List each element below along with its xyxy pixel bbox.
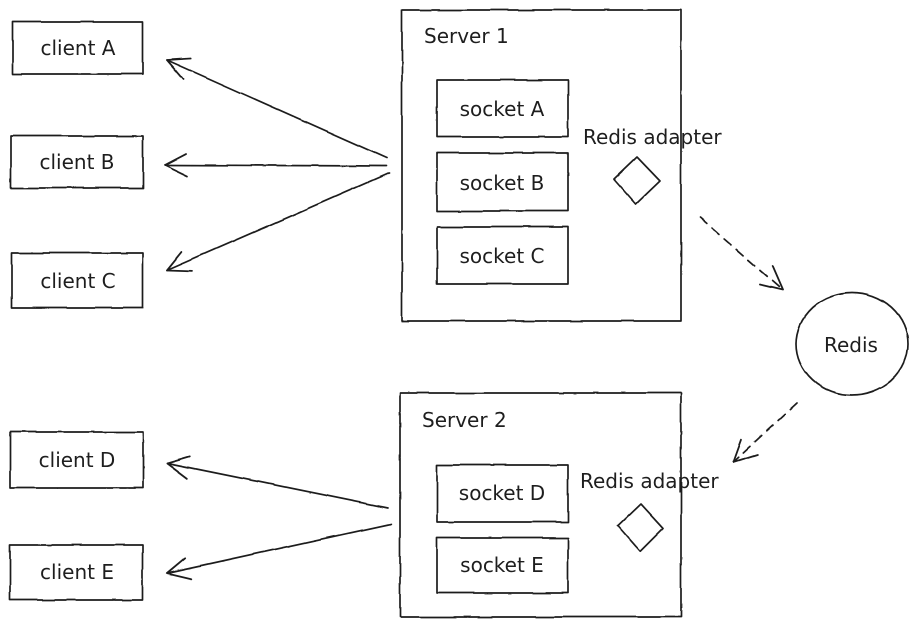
client-c-label: client C [40,269,115,293]
client-b-box [10,135,144,189]
socket-c-box [436,226,569,285]
socket-d-label: socket D [459,481,545,505]
dashed-arrow-adapter1-to-redis [699,217,784,291]
arrow-server1-to-client-a [166,57,388,159]
dashed-arrow-redis-to-adapter2 [732,402,798,463]
client-b-label: client B [39,150,114,174]
server-2-box [399,392,682,618]
server-1-box [401,9,682,322]
socket-e-box [436,537,569,594]
redis-adapter-label-2: Redis adapter [580,469,719,493]
socket-a-box [436,79,569,138]
server-2-label: Server 2 [422,408,507,432]
socket-a-label: socket A [460,97,545,121]
client-e-box [9,544,144,601]
client-e-label: client E [40,560,114,584]
redis-adapter-diamond-icon-2 [617,503,664,552]
socket-c-label: socket C [460,244,545,268]
client-d-box [9,431,144,489]
redis-adapter-label-1: Redis adapter [583,125,722,149]
socket-e-label: socket E [460,553,544,577]
arrow-server1-to-client-c [166,172,390,272]
socket-d-box [436,464,569,523]
server-1-label: Server 1 [424,24,509,48]
client-a-box [12,21,144,75]
redis-adapter-diamond-icon-1 [613,156,661,205]
arrow-server2-to-client-e [166,523,392,580]
socket-b-label: socket B [460,171,545,195]
redis-circle [795,292,909,396]
arrow-server1-to-client-b [164,153,387,178]
socket-b-box [436,152,569,212]
client-d-label: client D [39,448,116,472]
redis-label: Redis [824,333,878,357]
client-c-box [11,252,144,309]
arrow-server2-to-client-d [166,455,389,509]
client-a-label: client A [41,36,116,60]
